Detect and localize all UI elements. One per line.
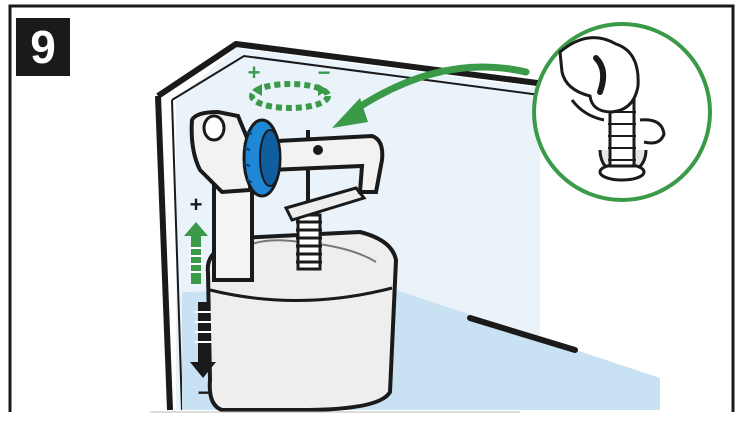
rotate-minus-symbol: − [318,60,331,85]
rotate-plus-symbol: + [248,60,261,85]
step-number-badge: 9 [16,18,70,76]
lower-symbol: − [198,380,211,405]
raise-symbol: + [190,192,203,217]
detail-inset [534,24,710,200]
adjustment-ring [244,120,280,196]
